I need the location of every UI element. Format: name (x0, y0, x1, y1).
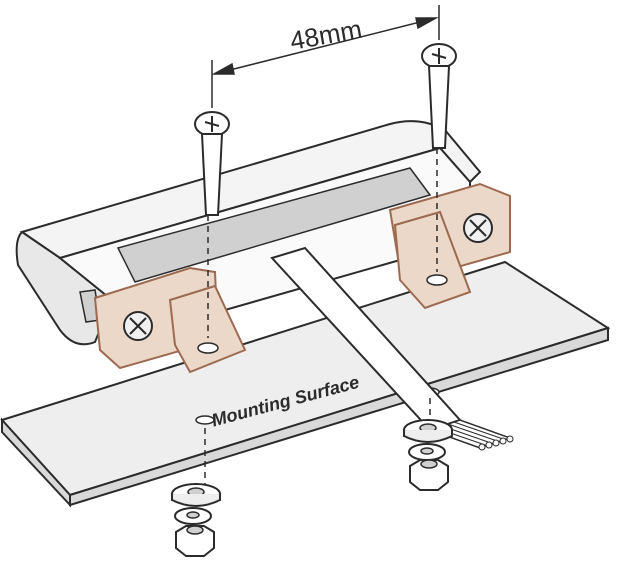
washer-icon (408, 443, 446, 461)
right-bracket (388, 182, 511, 310)
washer-icon (403, 419, 453, 443)
screw-icon (123, 311, 153, 341)
alignment-lines (204, 148, 438, 486)
mounting-surface-plate (0, 260, 611, 508)
dimension-line (211, 5, 440, 108)
screw-icon (421, 43, 457, 149)
nut-icon (409, 459, 449, 491)
dimension-label: 48mm (288, 14, 364, 56)
washer-icon (174, 507, 212, 525)
washer-icon (171, 483, 221, 507)
nut-icon (175, 525, 215, 557)
screw-icon (194, 111, 230, 216)
screw-icon (463, 213, 493, 243)
